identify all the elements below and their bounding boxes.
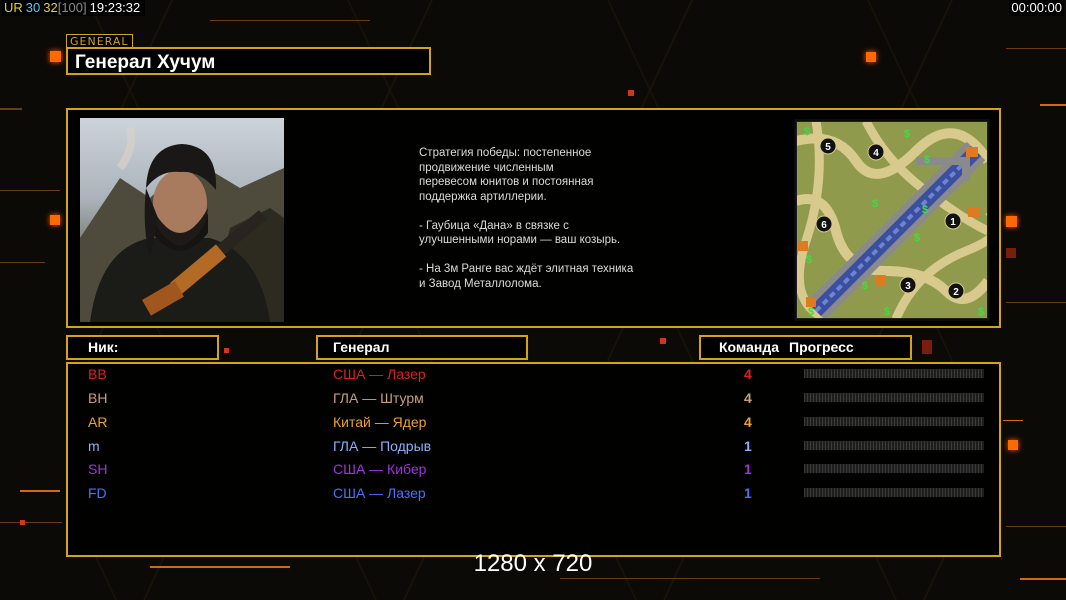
player-team: 1	[744, 438, 752, 454]
svg-text:$: $	[904, 128, 910, 140]
minimap-marker: 5	[825, 142, 831, 153]
minimap-marker: 4	[873, 148, 879, 159]
svg-text:$: $	[914, 232, 920, 244]
player-nick: AR	[88, 414, 108, 430]
player-row: AR Китай — Ядер 4	[68, 412, 999, 432]
background-square	[50, 51, 61, 62]
player-nick: FD	[88, 485, 107, 501]
minimap-marker: 6	[821, 220, 827, 231]
background-square	[628, 90, 634, 96]
background-square	[1006, 248, 1016, 258]
player-nick: BB	[88, 366, 107, 382]
background-line	[20, 490, 60, 492]
background-square	[866, 52, 876, 62]
background-line	[210, 20, 370, 21]
svg-text:$: $	[978, 306, 984, 318]
background-square	[1008, 440, 1018, 450]
svg-text:$: $	[806, 254, 812, 266]
player-general: Китай — Ядер	[333, 414, 427, 430]
player-progress-bar	[804, 464, 984, 473]
player-team: 4	[744, 414, 752, 430]
player-team: 1	[744, 485, 752, 501]
player-general: США — Лазер	[333, 366, 426, 382]
svg-text:$: $	[924, 154, 930, 166]
resolution-label: 1280 x 720	[473, 550, 593, 577]
background-line	[0, 522, 62, 523]
background-line	[560, 578, 820, 579]
player-progress-bar	[804, 441, 984, 450]
background-line	[0, 108, 22, 110]
background-square	[922, 340, 932, 354]
player-list: BB США — Лазер 4 BH ГЛА — Штурм 4 AR Кит…	[66, 362, 1001, 557]
player-general: США — Лазер	[333, 485, 426, 501]
hud-clock: 19:23:32	[89, 0, 141, 15]
background-square	[20, 520, 25, 525]
general-portrait	[80, 118, 284, 322]
svg-text:$: $	[922, 204, 928, 216]
general-description: Стратегия победы: постепенное продвижени…	[419, 146, 679, 306]
column-header-nick: Ник:	[66, 335, 219, 360]
background-square	[224, 348, 229, 353]
player-progress-bar	[804, 417, 984, 426]
background-line	[0, 190, 60, 191]
hud-stat: UR	[4, 0, 23, 15]
minimap-marker: 1	[950, 217, 956, 228]
background-line	[0, 262, 45, 263]
player-team: 1	[744, 461, 752, 477]
player-progress-bar	[804, 369, 984, 378]
hud-stat: 30	[25, 0, 41, 15]
player-row: BH ГЛА — Штурм 4	[68, 388, 999, 408]
player-nick: SH	[88, 461, 108, 477]
player-team: 4	[744, 366, 752, 382]
general-tag: GENERAL	[66, 34, 133, 49]
player-general: ГЛА — Подрыв	[333, 438, 432, 454]
general-portrait-icon	[80, 127, 284, 322]
player-row: FD США — Лазер 1	[68, 483, 999, 503]
svg-text:$: $	[884, 306, 890, 318]
general-name: Генерал Хучум	[66, 47, 431, 75]
column-header-team-progress: Команда Прогресс	[699, 335, 912, 360]
general-info-panel: Стратегия победы: постепенное продвижени…	[66, 108, 1001, 328]
player-general: ГЛА — Штурм	[333, 390, 424, 406]
minimap-marker: 2	[953, 287, 959, 298]
player-progress-bar	[804, 488, 984, 497]
player-nick: BH	[88, 390, 108, 406]
minimap-icon: 5 4 6 1 3 2 $ $ $ $ $ $ $ $ $ $ $	[796, 121, 988, 319]
background-line	[1006, 526, 1066, 527]
svg-text:$: $	[872, 198, 878, 210]
hud-timer: 00:00:00	[1009, 0, 1064, 16]
background-square	[660, 338, 666, 344]
description-paragraph: - На 3м Ранге вас ждёт элитная техника и…	[419, 263, 634, 290]
background-line	[1020, 578, 1066, 580]
player-row: SH США — Кибер 1	[68, 459, 999, 479]
column-header-team: Команда	[719, 339, 779, 355]
svg-text:$: $	[804, 126, 810, 138]
description-paragraph: - Гаубица «Дана» в связке с улучшенными …	[419, 219, 621, 247]
svg-text:$: $	[862, 280, 868, 292]
background-line	[1003, 420, 1023, 421]
svg-text:$: $	[808, 306, 814, 318]
column-header-general: Генерал	[316, 335, 528, 360]
minimap-marker: 3	[905, 281, 911, 292]
player-nick: m	[88, 438, 100, 454]
column-header-progress: Прогресс	[789, 339, 854, 355]
minimap: 5 4 6 1 3 2 $ $ $ $ $ $ $ $ $ $ $	[794, 119, 990, 321]
player-team: 4	[744, 390, 752, 406]
background-line	[1006, 302, 1066, 303]
background-square	[1006, 216, 1017, 227]
background-line	[1006, 48, 1066, 49]
background-line	[1040, 104, 1066, 106]
background-line	[150, 566, 290, 568]
hud-stat: [100]	[57, 0, 87, 15]
player-progress-bar	[804, 393, 984, 402]
player-row: m ГЛА — Подрыв 1	[68, 436, 999, 456]
player-general: США — Кибер	[333, 461, 427, 477]
background-square	[50, 215, 60, 225]
player-row: BB США — Лазер 4	[68, 364, 999, 384]
hud-stat: 32	[43, 0, 58, 15]
description-paragraph: Стратегия победы: постепенное продвижени…	[419, 147, 594, 203]
